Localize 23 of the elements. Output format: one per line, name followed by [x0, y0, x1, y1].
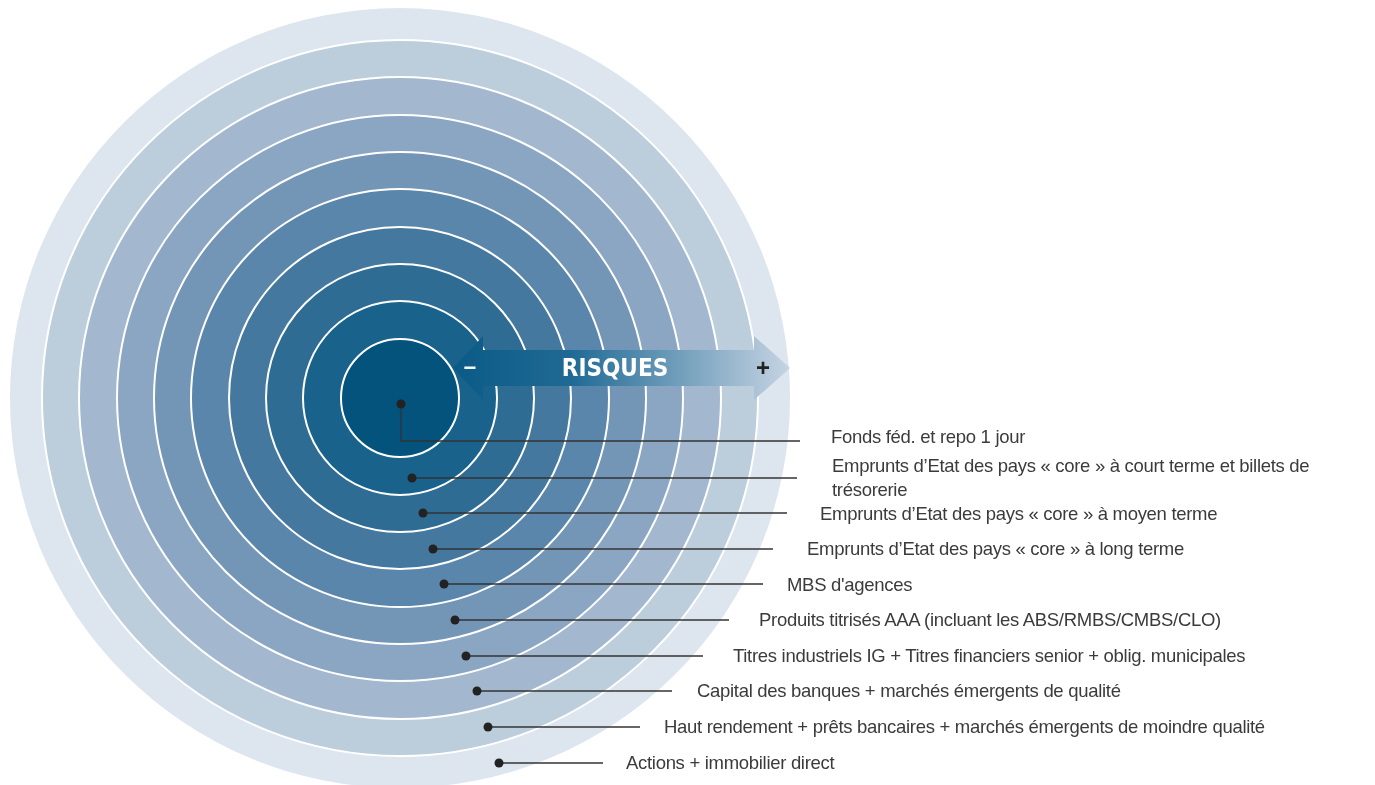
leader-line — [472, 686, 673, 696]
leader-line — [483, 722, 641, 732]
minus-sign: − — [463, 357, 477, 379]
leader-line — [418, 508, 788, 518]
leader-label: Emprunts d’Etat des pays « core » à long terme — [770, 538, 1184, 560]
leader-line — [439, 579, 764, 589]
leader-line — [461, 651, 704, 661]
leader-label: Actions + immobilier direct — [600, 752, 835, 774]
leader-label: Titres industriels IG + Titres financiers senior + oblig. municipales — [700, 645, 1246, 667]
leader-label: Produits titrisés AAA (incluant les ABS/RMBS/CMBS/CLO) — [726, 609, 1221, 631]
leader-label: Haut rendement + prêts bancaires + marchés émergents de moindre qualité — [637, 716, 1265, 738]
leader-label: Fonds féd. et repo 1 jour — [797, 426, 1026, 448]
risk-axis-label: RISQUES — [561, 356, 669, 380]
leader-label: MBS d'agences — [760, 574, 913, 596]
leader-line — [450, 615, 730, 625]
leader-label: Capital des banques + marchés émergents de qualité — [669, 680, 1121, 702]
plus-sign: + — [756, 356, 770, 380]
leader-line — [407, 473, 798, 483]
leader-label: Emprunts d’Etat des pays « core » à court terme et billets de trésorerie — [794, 454, 1362, 502]
leader-line — [428, 544, 774, 554]
leader-line — [396, 399, 801, 442]
leader-label: Emprunts d’Etat des pays « core » à moyen terme — [784, 503, 1218, 525]
leader-line — [494, 758, 604, 768]
